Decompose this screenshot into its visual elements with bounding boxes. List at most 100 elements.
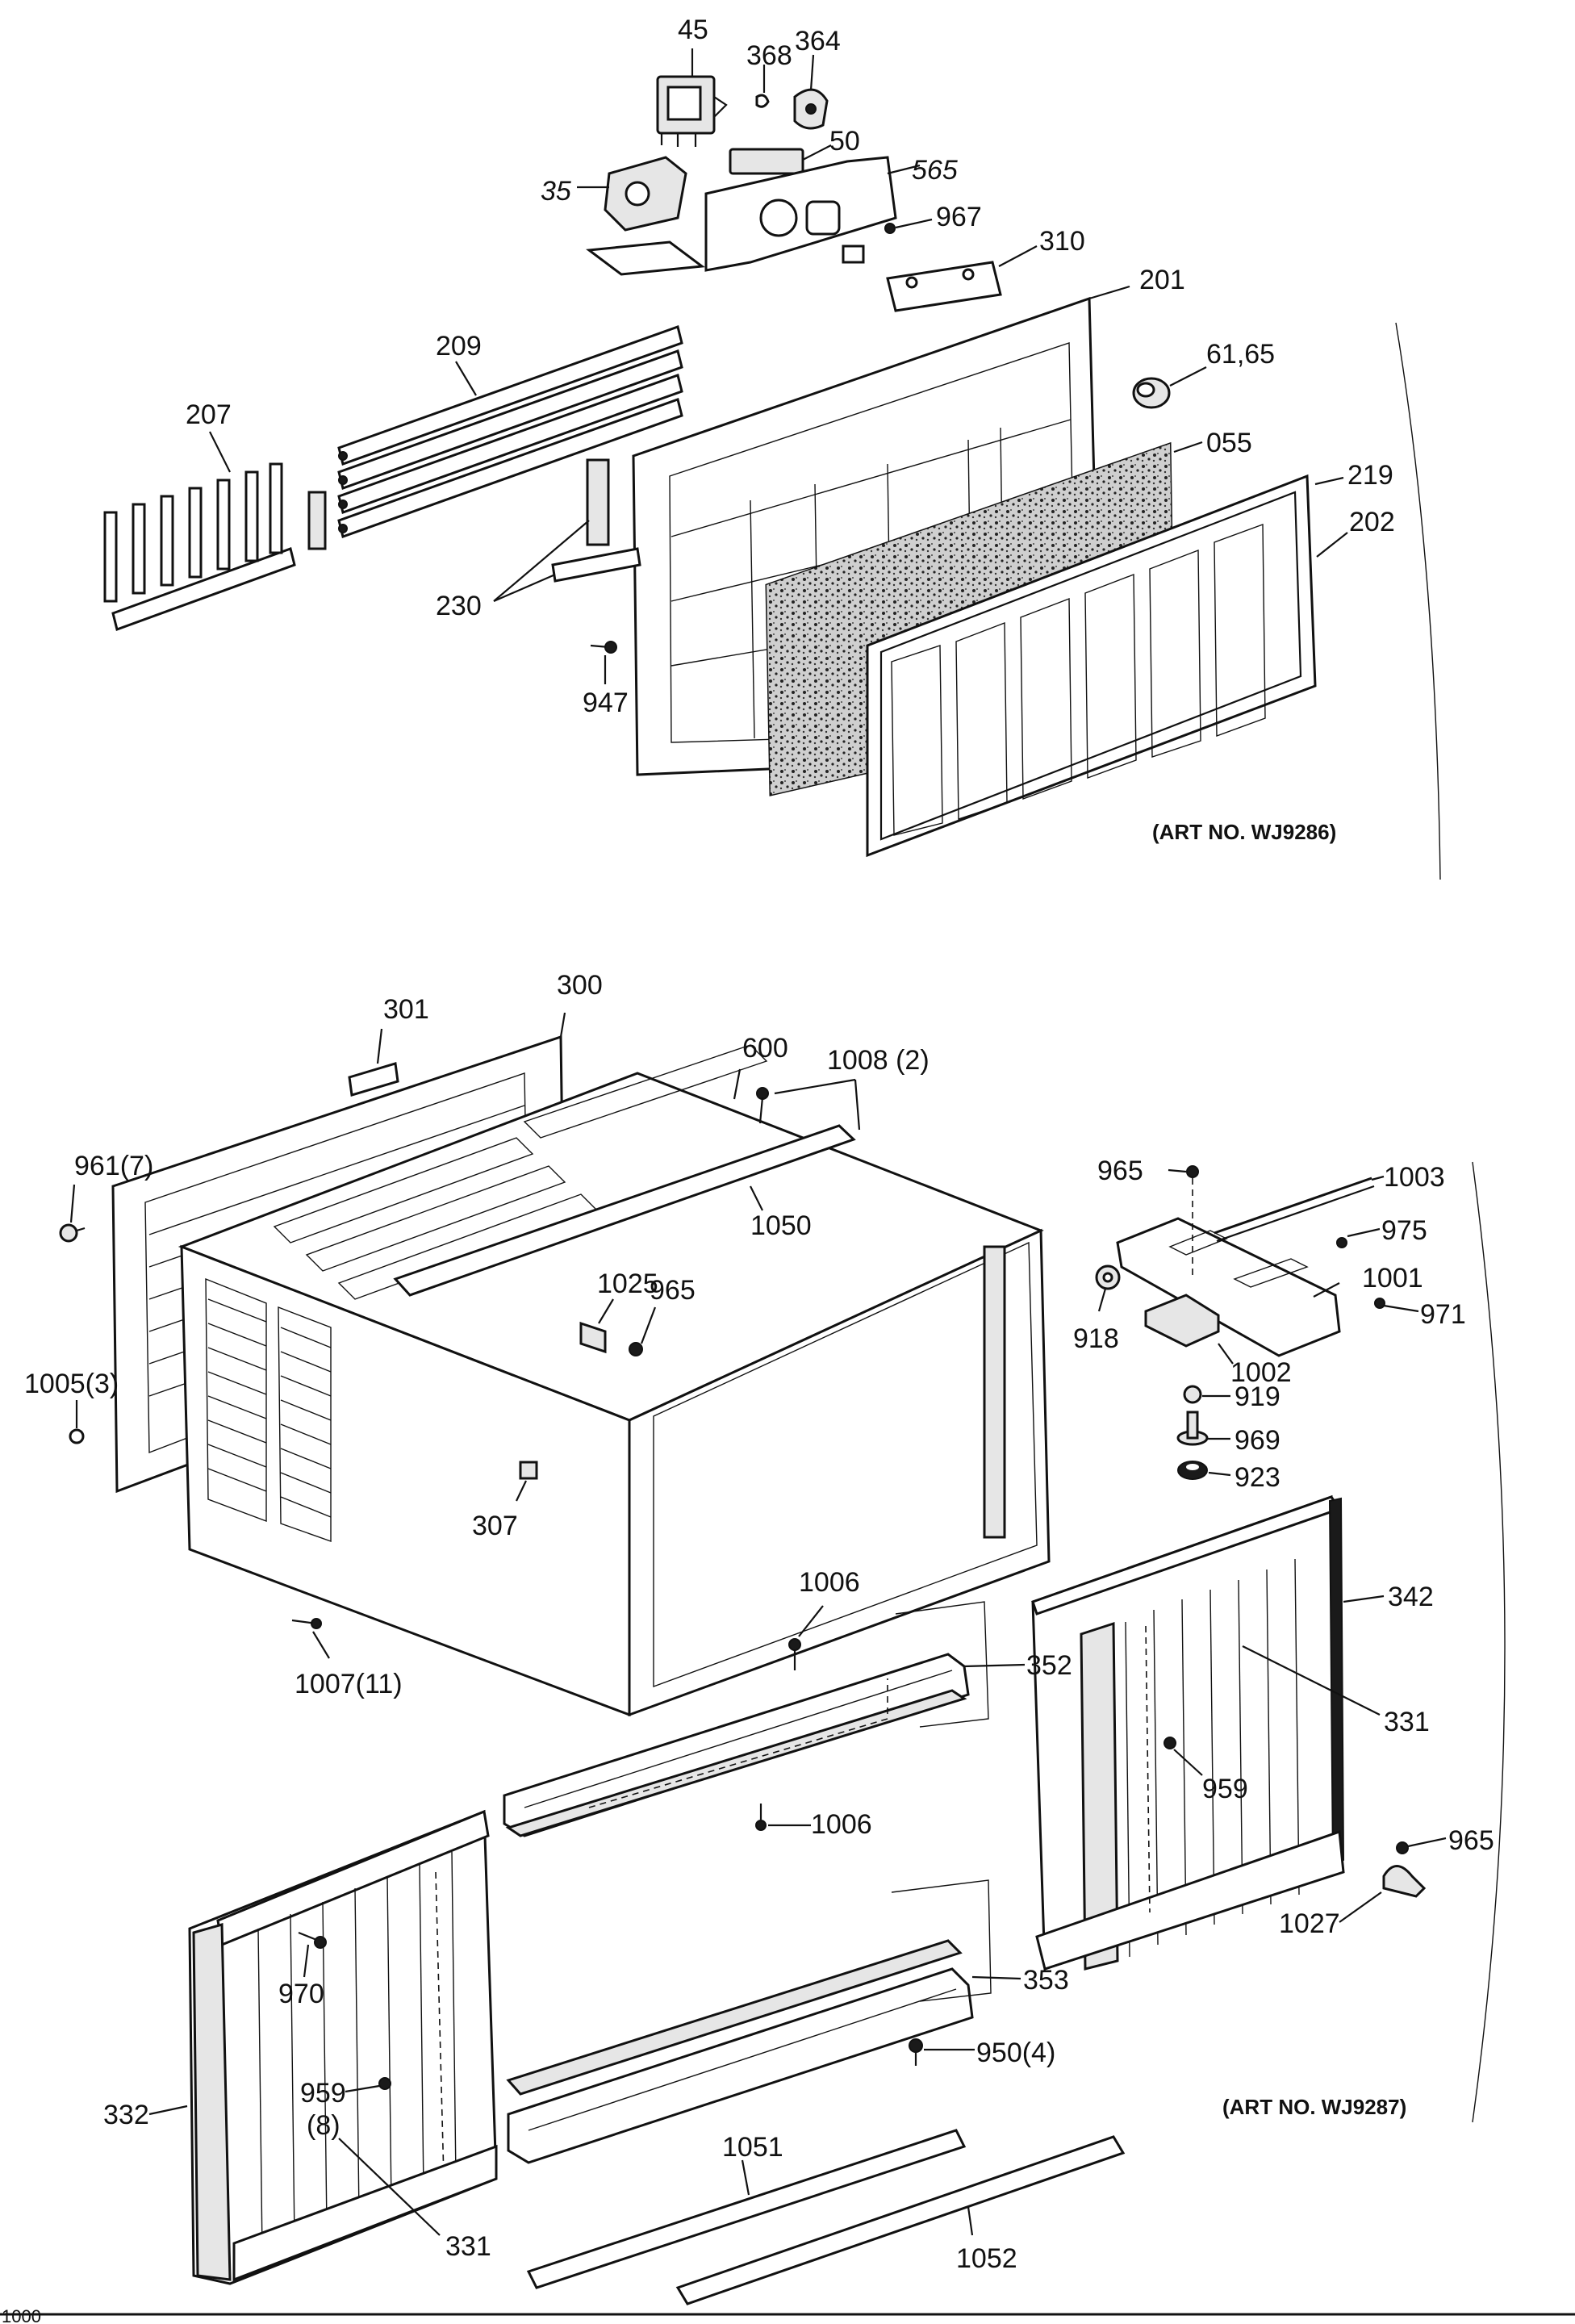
- label-207: 207: [186, 399, 232, 430]
- part-919-nut: [1183, 1385, 1230, 1404]
- part-307-plug: [516, 1461, 538, 1502]
- part-961-screw: [59, 1184, 86, 1243]
- part-959-screw-a: [1145, 1625, 1203, 1913]
- label-352: 352: [1026, 1650, 1072, 1681]
- part-352-channel: [503, 1601, 1026, 1837]
- part-230-gasket: [493, 458, 641, 603]
- part-1025-bracket: [579, 1298, 657, 1356]
- part-1003-rod: [1214, 1175, 1385, 1243]
- label-971: 971: [1420, 1299, 1466, 1330]
- label-919: 919: [1235, 1381, 1280, 1412]
- label-965-b: 965: [650, 1275, 696, 1306]
- part-353-channel: [506, 1879, 1021, 2164]
- label-332: 332: [103, 2100, 149, 2130]
- part-600-cabinet: [178, 1044, 1051, 1717]
- label-959-b-qty: (8): [307, 2110, 340, 2141]
- part-965-screw-a: [1168, 1165, 1199, 1275]
- part-45-switch: [656, 48, 728, 147]
- label-1006-b: 1006: [811, 1809, 872, 1840]
- gasket-block: [307, 491, 327, 550]
- boundary-curve-bottom: [1472, 1161, 1506, 2123]
- art-number-top: (ART NO. WJ9286): [1152, 820, 1336, 844]
- label-1027: 1027: [1279, 1908, 1340, 1939]
- label-918: 918: [1073, 1323, 1119, 1354]
- label-1008: 1008 (2): [827, 1045, 930, 1076]
- label-1007: 1007(11): [295, 1669, 403, 1699]
- part-342-side-panel: [1031, 1494, 1385, 1971]
- part-965-screw-c: [1396, 1837, 1447, 1854]
- part-207-vane-set: [103, 431, 296, 631]
- part-1001-bracket: [1116, 1217, 1341, 1357]
- boundary-curve-top: [1395, 322, 1441, 880]
- label-230: 230: [436, 591, 482, 621]
- label-331-a: 331: [1384, 1707, 1430, 1737]
- part-61-65-knob: [1132, 366, 1207, 409]
- part-947-screw: [590, 641, 617, 684]
- part-971-screw: [1374, 1298, 1419, 1313]
- part-969-bolt: [1176, 1411, 1230, 1446]
- part-1006-screw-a: [788, 1605, 824, 1670]
- part-50-relay: [729, 144, 832, 175]
- label-965-c: 965: [1448, 1825, 1494, 1856]
- label-1002: 1002: [1230, 1357, 1292, 1388]
- part-959-screw-b: [345, 2077, 391, 2093]
- label-201: 201: [1139, 265, 1185, 295]
- label-301: 301: [383, 994, 429, 1025]
- label-965-a: 965: [1097, 1156, 1143, 1186]
- part-1008-screw: [756, 1078, 861, 1131]
- label-055: 055: [1206, 428, 1252, 458]
- label-1051: 1051: [722, 2132, 783, 2163]
- part-1002-bracket: [1144, 1294, 1234, 1365]
- part-975-screw: [1336, 1227, 1381, 1248]
- label-947: 947: [583, 688, 629, 718]
- art-number-bottom: (ART NO. WJ9287): [1222, 2095, 1406, 2119]
- label-961: 961(7): [74, 1151, 153, 1181]
- label-45: 45: [678, 15, 708, 45]
- part-970-screw: [298, 1931, 327, 1978]
- label-353: 353: [1023, 1965, 1069, 1996]
- label-1005: 1005(3): [24, 1369, 119, 1399]
- part-301-label: [348, 1028, 399, 1097]
- label-600: 600: [742, 1033, 788, 1064]
- part-1007-screw: [291, 1618, 330, 1659]
- part-368-clip: [755, 65, 770, 108]
- label-1006-a: 1006: [799, 1567, 860, 1598]
- label-1025: 1025: [597, 1269, 658, 1299]
- label-331-b: 331: [445, 2231, 491, 2262]
- label-959-a: 959: [1202, 1774, 1248, 1804]
- label-975: 975: [1381, 1215, 1427, 1246]
- part-923-grommet: [1177, 1461, 1231, 1480]
- label-967: 967: [936, 202, 982, 232]
- label-61-65: 61,65: [1206, 339, 1275, 370]
- part-labels: 45 368 364 50 35 565 967 310 201 209 207…: [2, 15, 1494, 2324]
- label-970: 970: [278, 1979, 324, 2009]
- part-202-grille: [866, 474, 1348, 858]
- label-368: 368: [746, 40, 792, 71]
- label-219: 219: [1347, 460, 1393, 491]
- part-565-control-panel: [704, 156, 921, 272]
- part-1050-rail: [393, 1124, 856, 1297]
- label-959-b: 959: [300, 2078, 346, 2109]
- part-364-knob-assembly: [793, 54, 829, 130]
- label-565: 565: [912, 155, 958, 186]
- label-35: 35: [541, 176, 571, 207]
- label-1052: 1052: [956, 2243, 1017, 2274]
- footer-text: 1000: [2, 2306, 41, 2324]
- label-202: 202: [1349, 507, 1395, 537]
- part-209-rod-assembly: [337, 325, 683, 538]
- part-35-switch-assembly: [577, 156, 705, 276]
- label-950: 950(4): [976, 2038, 1055, 2068]
- part-310-nameplate: [886, 245, 1038, 312]
- label-307: 307: [472, 1511, 518, 1541]
- part-1005-clip: [69, 1400, 85, 1444]
- part-950-screw: [909, 2038, 975, 2066]
- label-1003: 1003: [1384, 1162, 1445, 1193]
- label-969: 969: [1235, 1425, 1280, 1456]
- part-1051-strip: [526, 2129, 967, 2289]
- label-342: 342: [1388, 1582, 1434, 1612]
- label-1050: 1050: [750, 1210, 812, 1241]
- part-1052-strip: [675, 2135, 1126, 2305]
- label-310: 310: [1039, 226, 1085, 257]
- label-50: 50: [829, 126, 860, 157]
